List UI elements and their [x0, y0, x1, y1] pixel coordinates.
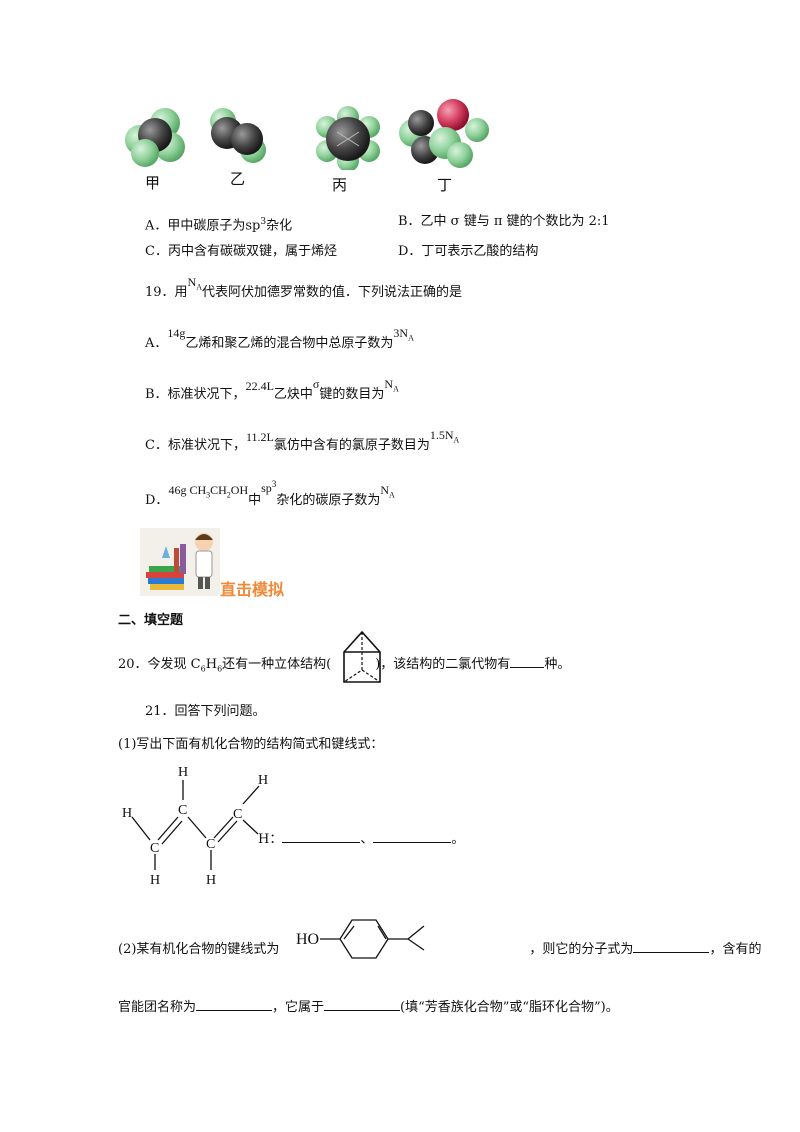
- ethanol-model: [399, 99, 489, 168]
- molecule-label-bing: 丙: [332, 176, 348, 194]
- q19-option-b: B．标准状况下，22.4L乙炔中σ键的数目为NA: [145, 377, 399, 408]
- q21-functional-group-blank[interactable]: [196, 996, 273, 1011]
- q21-part2: (2)某有机化合物的键线式为 ，则它的分子式为 ，含有的: [118, 938, 761, 959]
- svg-text:H: H: [206, 873, 216, 888]
- q21-part3-pre: 官能团名称为: [118, 1000, 197, 1015]
- q19-option-d-text: 杂化的碳原子数为: [276, 493, 381, 508]
- q21-structural-formula-blank[interactable]: [282, 828, 361, 843]
- q19-option-c-text: 氯仿中含有的氯原子数目为: [273, 438, 430, 453]
- q19-option-d: D．46g CH3CH2OH中sp3杂化的碳原子数为NA: [145, 479, 395, 514]
- svg-text:C: C: [150, 841, 159, 856]
- svg-text:C: C: [233, 807, 242, 822]
- q21-separator: 、: [360, 832, 374, 847]
- q21-end: 。: [451, 832, 465, 847]
- ethyne-model: [210, 108, 266, 163]
- q20-end: 种。: [544, 657, 571, 672]
- prismane-structure: [343, 630, 381, 683]
- q18-option-a-post: 杂化: [266, 218, 293, 234]
- q19-option-d-sp: sp3: [261, 479, 277, 495]
- q19-stem-pre: 19．用: [145, 285, 188, 300]
- q18-option-c: C．丙中含有碳碳双键，属于烯烃: [145, 244, 337, 259]
- svg-text:H: H: [178, 765, 188, 780]
- q19-na-symbol: NA: [187, 275, 202, 292]
- molecule-label-yi: 乙: [230, 170, 246, 188]
- q19-option-a: A．14g乙烯和聚乙烯的混合物中总原子数为3NA: [145, 326, 414, 357]
- q19-option-d-value: NA: [380, 483, 395, 500]
- molecule-label-ding: 丁: [437, 176, 453, 194]
- q21-skeletal-formula-blank[interactable]: [373, 828, 452, 843]
- q19-option-d-zhong: 中: [248, 493, 262, 508]
- q21-part3-end: (填“芳香族化合物”或“脂环化合物”)。: [400, 1000, 619, 1015]
- q20-h: H: [205, 657, 218, 672]
- q19-option-a-label: A．: [145, 336, 168, 351]
- q21-part3: 官能团名称为 ，它属于 (填“芳香族化合物”或“脂环化合物”)。: [118, 996, 619, 1017]
- q21-part1-answer: H： 、 。: [258, 828, 464, 849]
- q19-option-b-text1: 乙炔中: [273, 387, 313, 402]
- q19-option-b-volume: 22.4L: [245, 379, 274, 393]
- q19-option-c-label: C．标准状况下，: [145, 438, 246, 453]
- q20-post: )，该结构的二氯代物有: [375, 657, 511, 672]
- q18-option-a-sup: 3: [260, 217, 267, 227]
- q19-option-a-value: 3NA: [393, 326, 414, 343]
- scientist-books-illustration: [140, 528, 220, 596]
- svg-text:HO: HO: [296, 931, 319, 948]
- q21-part2-pre: (2)某有机化合物的键线式为: [118, 942, 280, 957]
- q20-c-sub: 6: [200, 664, 206, 674]
- skeletal-formula-structure: HO: [296, 919, 425, 959]
- q19-option-d-label: D．: [145, 493, 169, 508]
- q18-option-a-sp: sp: [245, 218, 261, 234]
- svg-text:C: C: [206, 837, 215, 852]
- q18-option-b: B．乙中 σ 键与 π 键的个数比为 2:1: [398, 214, 610, 229]
- q19-option-b-value: NA: [384, 377, 399, 394]
- q19-option-a-mass: 14g: [167, 326, 186, 340]
- svg-text:C: C: [178, 803, 187, 818]
- q21-part2-end: ，含有的: [709, 942, 762, 957]
- q21-part1: (1)写出下面有机化合物的结构简式和键线式：: [118, 737, 384, 752]
- q20-mid: 还有一种立体结构(: [222, 657, 332, 672]
- methane-model: [125, 108, 185, 167]
- butadiene-structure: H H H C C C C H H: [122, 765, 268, 888]
- q20-pre: 20．今发现 C: [118, 657, 201, 672]
- q21-part2-mid: ，则它的分子式为: [529, 942, 634, 957]
- q21-classification-blank[interactable]: [324, 996, 401, 1011]
- q20-answer-blank[interactable]: [510, 653, 545, 668]
- q19-option-b-text2: 键的数目为: [319, 387, 385, 402]
- q19-option-b-label: B．标准状况下，: [145, 387, 246, 402]
- q21-molecular-formula-blank[interactable]: [633, 938, 710, 953]
- banner-title: 直击模拟: [220, 580, 285, 599]
- q19-stem: 19．用NA代表阿伏加德罗常数的值．下列说法正确的是: [145, 275, 463, 306]
- q21-part3-mid: ，它属于: [272, 1000, 325, 1015]
- benzene-model: [316, 106, 380, 170]
- q19-option-a-text: 乙烯和聚乙烯的混合物中总原子数为: [185, 336, 394, 351]
- q19-option-c-volume: 11.2L: [245, 430, 274, 444]
- q19-option-b-sigma: σ: [312, 377, 320, 391]
- svg-text:H: H: [122, 806, 132, 821]
- q18-option-a-text: A．甲中碳原子为: [145, 218, 246, 234]
- q18-option-d: D．丁可表示乙酸的结构: [398, 244, 539, 259]
- q19-option-c: C．标准状况下，11.2L氯仿中含有的氯原子数目为1.5NA: [145, 428, 459, 459]
- q20-h-sub: 6: [217, 664, 223, 674]
- q19-option-c-value: 1.5NA: [429, 428, 460, 445]
- svg-text:H: H: [150, 873, 160, 888]
- molecule-label-jia: 甲: [145, 174, 161, 192]
- q19-option-d-formula: 46g CH3CH2OH: [168, 483, 249, 500]
- svg-text:H: H: [258, 773, 268, 788]
- q19-stem-post: 代表阿伏加德罗常数的值．下列说法正确的是: [202, 285, 463, 300]
- q21-h-atom: H: [258, 832, 270, 847]
- q18-option-a: A．甲中碳原子为sp3杂化: [145, 213, 292, 235]
- section-title: 二、填空题: [118, 613, 184, 628]
- q20-text: 20．今发现 C6H6还有一种立体结构()，该结构的二氯代物有种。: [118, 653, 570, 679]
- molecule-models: [125, 99, 489, 170]
- q21-stem: 21．回答下列问题。: [145, 704, 266, 719]
- q21-colon: ：: [269, 832, 283, 847]
